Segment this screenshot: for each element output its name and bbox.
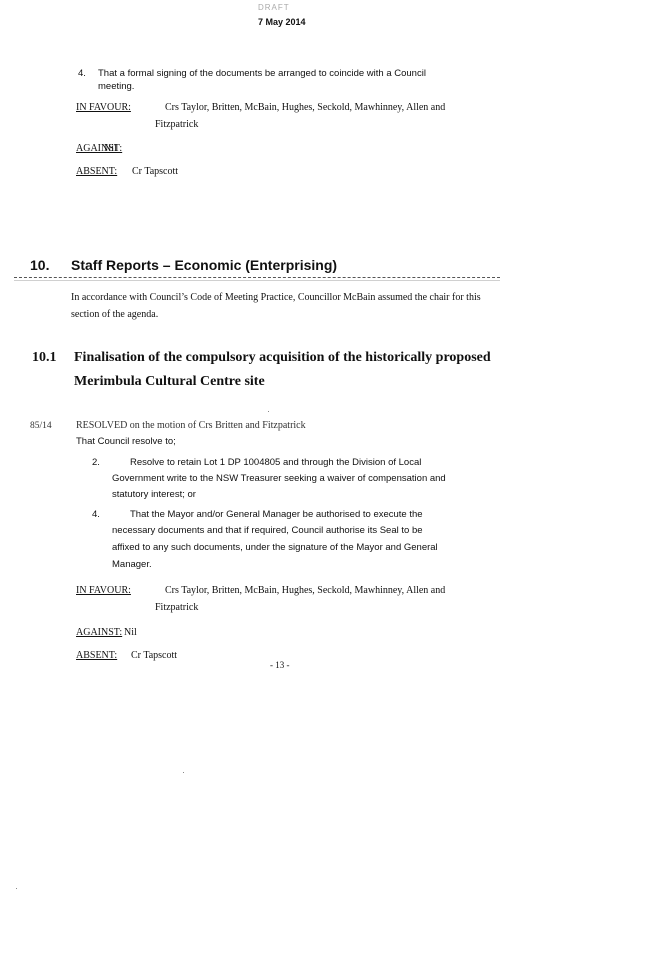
- resolution-item-line: Government write to the NSW Treasurer se…: [112, 473, 446, 484]
- against-label: AGAINST:: [76, 143, 123, 154]
- absent-label: ABSENT:: [76, 166, 118, 177]
- scan-speck: [16, 888, 17, 889]
- resolution-item-line: Manager.: [112, 559, 152, 570]
- in-favour-label: IN FAVOUR:: [76, 585, 131, 596]
- against-value: Nil: [104, 143, 117, 154]
- draft-watermark: DRAFT: [258, 3, 290, 12]
- in-favour-label: IN FAVOUR:: [76, 102, 131, 113]
- resolution-item-line: That the Mayor and/or General Manager be…: [130, 509, 423, 520]
- in-favour-names-cont: Fitzpatrick: [155, 119, 199, 130]
- absent-value: Cr Tapscott: [131, 650, 178, 661]
- against-label: AGAINST:: [76, 627, 123, 638]
- resolution-item-line: affixed to any such documents, under the…: [112, 542, 438, 553]
- resolution-item-line: necessary documents and that if required…: [112, 525, 423, 536]
- resolution-item-line: statutory interest; or: [112, 489, 196, 500]
- in-favour-names: Crs Taylor, Britten, McBain, Hughes, Sec…: [165, 102, 446, 113]
- resolved-motion: RESOLVED on the motion of Crs Britten an…: [76, 420, 306, 431]
- resolution-item-line: Resolve to retain Lot 1 DP 1004805 and t…: [130, 457, 422, 468]
- section-intro-line: section of the agenda.: [71, 309, 159, 320]
- section-number: 10.: [30, 257, 50, 273]
- resolution-number: 85/14: [30, 421, 52, 431]
- in-favour-names-cont: Fitzpatrick: [155, 602, 199, 613]
- section-intro-line: In accordance with Council’s Code of Mee…: [71, 292, 481, 303]
- scan-speck: [268, 411, 269, 412]
- absent-label: ABSENT:: [76, 650, 118, 661]
- section-title: Staff Reports – Economic (Enterprising): [71, 257, 338, 273]
- meeting-date: 7 May 2014: [258, 17, 306, 27]
- in-favour-names: Crs Taylor, Britten, McBain, Hughes, Sec…: [165, 585, 446, 596]
- absent-value: Cr Tapscott: [132, 166, 179, 177]
- resolution-item-number: 4.: [92, 509, 100, 520]
- item-number: 4.: [78, 68, 86, 79]
- against-value: Nil: [124, 627, 137, 638]
- item-text-line: meeting.: [98, 81, 135, 92]
- item-title-line: Finalisation of the compulsory acquisiti…: [74, 350, 491, 365]
- item-title-line: Merimbula Cultural Centre site: [74, 374, 265, 389]
- scan-speck: [183, 772, 184, 773]
- resolution-item-number: 2.: [92, 457, 100, 468]
- resolve-intro: That Council resolve to;: [76, 436, 176, 447]
- page-number: - 13 -: [270, 660, 290, 670]
- item-number-heading: 10.1: [32, 350, 57, 365]
- section-divider: [14, 277, 500, 278]
- item-text-line: That a formal signing of the documents b…: [98, 68, 426, 79]
- section-divider-shadow: [14, 280, 500, 281]
